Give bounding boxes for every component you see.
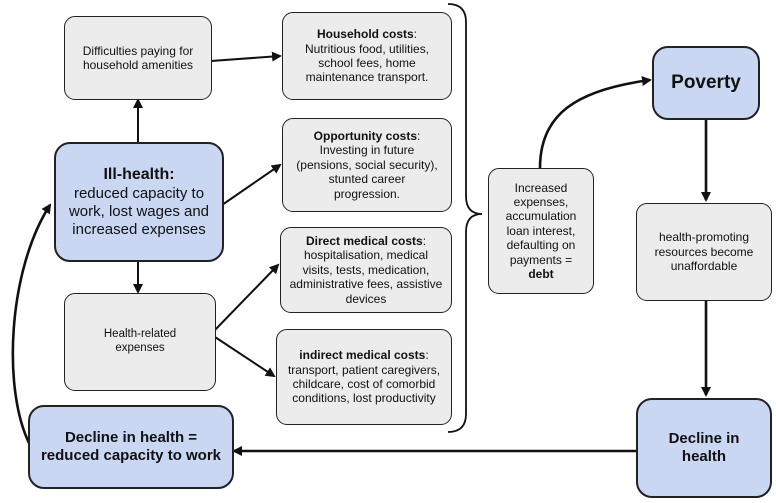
opportunity-costs-colon: : [417, 129, 421, 144]
direct-medical-costs-colon: : [422, 234, 427, 249]
node-direct-medical-costs: Direct medical costs: hospitalisation, m… [280, 227, 452, 313]
opportunity-costs-body: Investing in future (pensions, social se… [296, 143, 438, 201]
indirect-medical-costs-body: transport, patient caregivers, childcare… [287, 362, 441, 406]
increased-expenses-body: Increased expenses, accumulation loan in… [505, 180, 577, 267]
grouping-brace [447, 3, 483, 433]
arrow-difficulties-to-household [210, 51, 282, 62]
node-decline-in-health: Decline in health [636, 398, 772, 498]
node-opportunity-costs: Opportunity costs: Investing in future (… [282, 118, 452, 212]
node-ill-health-title: Ill-health: [103, 166, 175, 184]
node-difficulties: Difficulties paying for household amenit… [64, 16, 212, 100]
household-costs-body: Nutritious food, utilities, school fees,… [304, 41, 430, 85]
node-health-related-text: Health-related expenses [103, 328, 177, 354]
node-difficulties-text: Difficulties paying for household amenit… [82, 43, 194, 72]
node-decline-reduced-capacity: Decline in health = reduced capacity to … [28, 405, 234, 489]
direct-medical-costs-body: hospitalisation, medical visits, tests, … [289, 248, 443, 306]
opportunity-costs-label: Opportunity costs [313, 129, 417, 144]
household-costs-label: Household costs [316, 27, 414, 42]
node-ill-health: Ill-health: reduced capacity to work, lo… [54, 142, 224, 262]
increased-expenses-debt: debt [528, 266, 554, 281]
arrow-health-related-to-direct [214, 263, 280, 331]
node-ill-health-body: reduced capacity to work, lost wages and… [68, 184, 210, 238]
arrow-illhealth-to-opportunity [221, 163, 282, 206]
arrow-debt-to-poverty [538, 76, 652, 169]
node-decline-reduced-capacity-text: Decline in health = reduced capacity to … [40, 429, 222, 464]
node-poverty: Poverty [652, 46, 760, 120]
node-decline-in-health-text: Decline in health [668, 430, 740, 465]
node-household-costs: Household costs: Nutritious food, utilit… [282, 12, 452, 100]
indirect-medical-costs-colon: : [425, 348, 429, 363]
node-health-related: Health-related expenses [64, 293, 216, 391]
node-indirect-medical-costs: indirect medical costs: transport, patie… [276, 329, 452, 425]
direct-medical-costs-label: Direct medical costs [305, 234, 423, 249]
node-poverty-text: Poverty [671, 71, 741, 93]
node-health-promoting: health-promoting resources become unaffo… [636, 203, 772, 301]
household-costs-colon: : [413, 27, 418, 42]
indirect-medical-costs-label: indirect medical costs [299, 348, 426, 363]
node-health-promoting-text: health-promoting resources become unaffo… [654, 230, 754, 274]
arrow-health-related-to-indirect [214, 336, 276, 378]
node-increased-expenses-debt: Increased expenses, accumulation loan in… [488, 168, 594, 294]
